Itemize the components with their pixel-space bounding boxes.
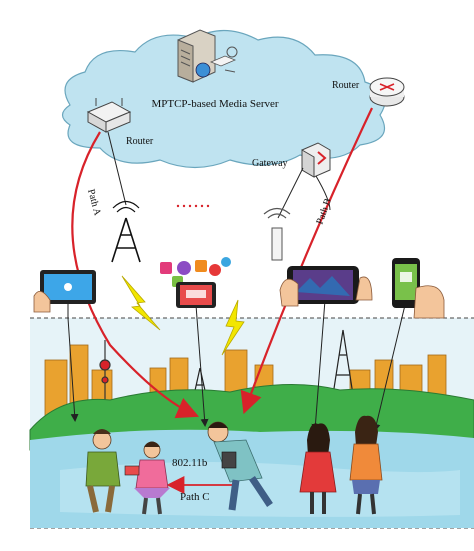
path-a-arrow — [71, 131, 200, 419]
cell-tower-icon — [111, 200, 141, 263]
router-right-label: Router — [332, 80, 360, 91]
cell-tower-icon — [332, 329, 354, 396]
wireless-signal-dots — [176, 204, 210, 208]
path-b-label: Path B — [314, 197, 334, 226]
router-icon — [369, 77, 405, 107]
path-c-label: Path C — [180, 491, 210, 503]
smartphone-icon — [279, 266, 373, 307]
server-label: MPTCP-based Media Server — [151, 98, 278, 110]
tablet-icon — [33, 270, 96, 313]
person-icon — [124, 441, 170, 515]
path-a-label: Path A — [85, 188, 103, 218]
wifi-label: 802.11b — [172, 457, 208, 469]
person-icon — [85, 429, 121, 513]
gateway-label: Gateway — [252, 158, 288, 169]
internet-cloud: MPTCP-based Media Server — [61, 29, 386, 169]
network-links — [67, 131, 406, 432]
path-b-arrow — [240, 107, 373, 415]
street-scene — [29, 317, 474, 529]
lightning-bolts — [121, 275, 245, 356]
cloud-shape — [61, 29, 386, 169]
router-left-label: Router — [126, 136, 154, 147]
person-icon — [299, 423, 337, 514]
person-icon — [349, 415, 383, 515]
server-icon — [177, 29, 238, 83]
wifi-access-point-icon — [263, 207, 291, 261]
smartphone-icon — [392, 258, 445, 319]
router-icon — [86, 98, 132, 133]
person-icon — [207, 421, 273, 511]
gateway-icon — [301, 142, 331, 178]
tablet-icon — [176, 282, 216, 308]
tv-tower — [99, 340, 111, 400]
